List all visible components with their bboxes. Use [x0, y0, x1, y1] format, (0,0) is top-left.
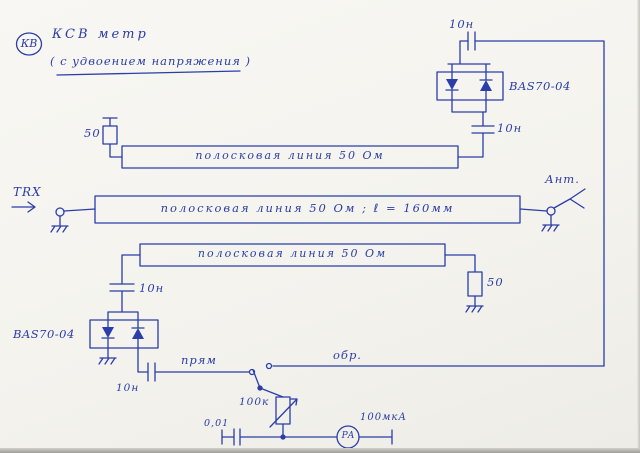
band-badge: КВ — [20, 37, 38, 50]
scan-edge-right — [637, 0, 640, 453]
meter-symbol-label: РА — [341, 431, 355, 441]
schematic-subtitle: ( с удвоением напряжения ) — [50, 54, 252, 68]
top-terminator-label: 50 — [84, 126, 101, 140]
top-diode-pair-label: BAS70-04 — [509, 79, 571, 93]
top-detector-symbols — [102, 31, 605, 367]
scan-edge-bottom — [0, 448, 640, 453]
forward-label: прям — [181, 353, 217, 367]
bottom-detector-symbols — [89, 254, 484, 382]
meter-scale-label: 100мкА — [360, 412, 407, 423]
band-badge-circle — [15, 32, 43, 56]
upper-stripline-label: полосковая линия 50 Ом — [195, 149, 385, 162]
lower-stripline-label: полосковая линия 50 Ом — [197, 247, 388, 260]
subtitle-underline — [56, 70, 241, 76]
bottom-terminator-label: 50 — [487, 275, 504, 289]
top-filter-cap-label: 10н — [497, 121, 523, 135]
trx-port-label: TRX — [13, 185, 42, 199]
switch-and-meter-symbols — [221, 362, 605, 449]
bottom-diode-pair-label: BAS70-04 — [13, 327, 75, 341]
bottom-filter-cap-label: 10н — [139, 281, 165, 295]
potentiometer-label: 100к — [239, 396, 270, 408]
trx-port-symbol — [11, 201, 96, 233]
antenna-port-symbol — [519, 188, 586, 232]
top-coupling-cap-label: 10н — [449, 17, 475, 31]
reverse-label: обр. — [333, 348, 362, 362]
antenna-port-label: Ант. — [545, 172, 580, 186]
main-stripline-label: полосковая линия 50 Ом ; ℓ = 160мм — [160, 201, 455, 215]
schematic-title: КСВ метр — [52, 27, 149, 42]
bottom-coupling-cap-label: 10н — [116, 382, 140, 394]
shunt-cap-label: 0,01 — [204, 418, 230, 429]
